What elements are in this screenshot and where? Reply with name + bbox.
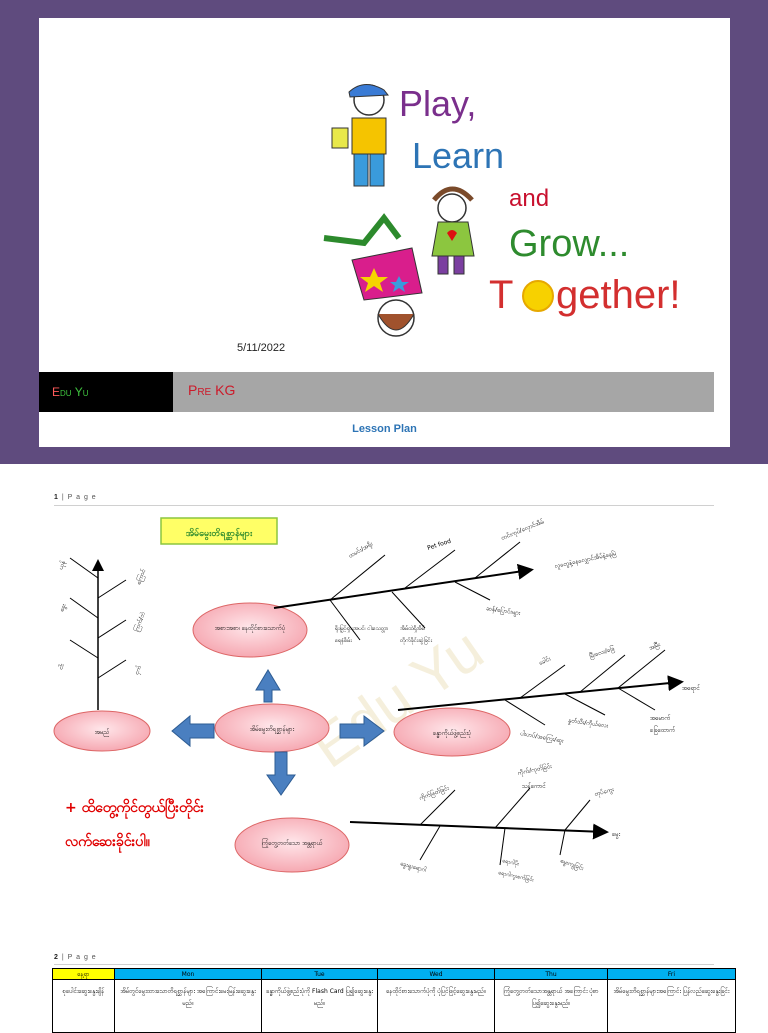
body-label: နှုတ်သီး/ကိုယ်လေး: [567, 716, 609, 731]
food-label: အိမ်ထဲရှိအိမ်: [400, 624, 425, 633]
table-cell: အိမ်မွေးတိရစ္ဆာန်များအကြောင်း ပြန်လည်ဆွေ…: [607, 979, 736, 1033]
girl-drawing: [431, 186, 475, 275]
name-node-label: အမည်: [95, 728, 110, 737]
up-arrow-icon: [255, 669, 281, 703]
body-label: မြီးလေး/ခြေ: [588, 643, 617, 661]
food-label: တိုက်ခိုင်းဆွဲခြင်း: [400, 635, 433, 645]
center-node: [214, 703, 330, 753]
author-rest: du Yu: [60, 385, 89, 399]
body-node-label: ခန္ဓာကိုယ်ဖွဲ့စည်းပုံ: [432, 729, 471, 738]
tree-label: ငါး: [56, 662, 66, 671]
document-type: Lesson Plan: [352, 423, 417, 435]
weekly-plan-table: နေ့ရာ Mon Tue Wed Thu Fri စုပေါင်းဆွေးနွ…: [52, 968, 736, 1033]
hand-wash-note-line1: + ထိတွေ့ကိုင်တွယ်ပြီးတိုင်း: [65, 800, 204, 816]
body-label: အမြီး: [647, 639, 662, 653]
column-header: Fri: [607, 968, 736, 980]
boy-drawing: [331, 84, 389, 187]
table-cell: အိမ်တွင်မွေးထားသောတိရစ္ဆာန်များ အကြောင်း…: [114, 979, 262, 1033]
food-label: ရေနံစိမ်း: [335, 636, 352, 645]
header-rule: [54, 505, 714, 506]
body-label: ခြေထောက်: [650, 725, 675, 735]
page-1: 1 | P a g e Edu Yu အိမ်မွေးတိရစ္ဆာန်များ…: [0, 470, 768, 940]
table-cell: ကြုံတွေ့တတ်သောအန္တရာယ် အကြောင်း ပုံစာပြ၍…: [494, 979, 608, 1033]
together-word: gether!: [556, 273, 681, 317]
food-label: Pet food: [426, 538, 452, 552]
body-label: ခေါင်း: [537, 654, 552, 667]
food-label: ရိုးမြှင့်ရှားအပင်၊ ငါးသေတ္တာ: [335, 623, 388, 633]
tree-label: ကြက်/ဘဲ: [131, 610, 147, 633]
tree-label: ကြောင်: [133, 567, 148, 586]
body-label: အရောင်: [682, 684, 701, 693]
body-label: ပါးဟပ်/အကြေး/ဆူး: [519, 728, 564, 746]
left-arrow-icon: [171, 714, 215, 748]
danger-label: တုပ်ကွေး: [593, 785, 615, 799]
course-name: Pre KG: [188, 382, 236, 398]
course-bar: Pre KG: [173, 372, 714, 412]
page-2: 2 | P a g e နေ့ရာ Mon Tue Wed Thu Fri စု…: [0, 950, 768, 1033]
food-node-label: အစားအစာ၊ နေထိုင်စားသောက်ပုံ: [215, 624, 286, 633]
header-rule: [54, 964, 714, 965]
food-node: [192, 602, 308, 658]
danger-label: ကိုက်/ကုတ်ခြင်း: [517, 761, 553, 778]
danger-label: သန်ကောင်: [522, 782, 547, 791]
column-header: Thu: [494, 968, 608, 980]
table-cell: ခန္ဓာကိုယ်ဖွဲ့စည်းပုံကို Flash Card ပြ၍ဆ…: [261, 979, 378, 1033]
column-header: နေ့ရာ: [52, 968, 115, 980]
author-bar: Edu Yu: [39, 372, 173, 412]
page-number: 2 | P a g e: [54, 954, 97, 961]
tree-label: ခွေး: [58, 602, 68, 613]
author-name: Edu Yu: [52, 385, 88, 399]
column-header: Wed: [377, 968, 495, 980]
title-box: [160, 517, 278, 545]
page-number: 1 | P a g e: [54, 494, 97, 501]
table-cell: နေထိုင်စားသောက်ပုံကို ပုံပြင်ဖြင့်ဆွေးနွ…: [377, 979, 495, 1033]
danger-label: ရောဂါပိုး: [501, 856, 520, 868]
table-row: စုပေါင်းဆွေးနွေးချိန် အိမ်တွင်မွေးထားသော…: [52, 979, 736, 1033]
table-cell: စုပေါင်းဆွေးနွေးချိန်: [52, 979, 115, 1033]
center-node-label: အိမ်မွေးတိရစ္ဆာန်များ: [250, 725, 295, 734]
down-arrow-icon: [266, 751, 296, 796]
sun-icon: [522, 280, 554, 312]
body-node: [393, 707, 511, 757]
hand-wash-note-line2: လက်ဆေးခိုင်းပါ။: [65, 834, 150, 850]
grow-word: Grow...: [509, 223, 629, 265]
food-label: ထမင်း/အရိုး: [347, 539, 375, 560]
body-label: အမောက်: [650, 714, 671, 722]
map-title: အိမ်မွေးတိရစ္ဆာန်များ: [186, 528, 253, 541]
column-header: Mon: [114, 968, 262, 980]
cover-frame: Play, Learn and Grow... T gether! 5/11/2…: [0, 0, 768, 464]
table-header-row: နေ့ရာ Mon Tue Wed Thu Fri: [52, 968, 736, 980]
danger-node: [234, 817, 350, 873]
name-node: [53, 710, 151, 752]
food-label: တင်းကုပ်/လှောင်အိမ်: [500, 517, 546, 542]
and-word: and: [509, 185, 549, 212]
danger-node-label: ကြုံတွေ့တတ်သော အန္တရာယ်: [261, 838, 322, 848]
food-label: ဆန်/ပြောင်းများ: [485, 603, 522, 618]
flipping-kid-drawing: [323, 213, 423, 337]
right-arrow-icon: [339, 715, 385, 747]
together-t-letter: T: [489, 273, 513, 317]
danger-label: ခွေးရူးရောဂါ: [399, 859, 427, 875]
mind-map: Edu Yu အိမ်မွေးတိရစ္ဆာန်များ ယုန် ခွေး င…: [53, 517, 701, 885]
cover-date: 5/11/2022: [237, 342, 286, 354]
learn-word: Learn: [412, 135, 504, 176]
danger-label: မွေးကျခြင်း: [559, 855, 586, 873]
kids-illustration: Play, Learn and Grow... T gether!: [323, 83, 681, 337]
danger-label: ရောဂါကူးစက်ခြင်း: [497, 867, 535, 884]
column-header: Tue: [261, 968, 378, 980]
food-label: လူတွေနဲ့နေလျှောင်အိမ်နဲ့နေမြဲ: [554, 548, 618, 571]
author-initial: E: [52, 385, 61, 399]
play-word: Play,: [399, 83, 476, 124]
cover-slide: Play, Learn and Grow... T gether! 5/11/2…: [39, 18, 730, 447]
tree-label: ယုန်: [56, 560, 68, 571]
tree-label: ငှက်: [132, 664, 144, 676]
danger-label: မွေး: [612, 831, 621, 839]
